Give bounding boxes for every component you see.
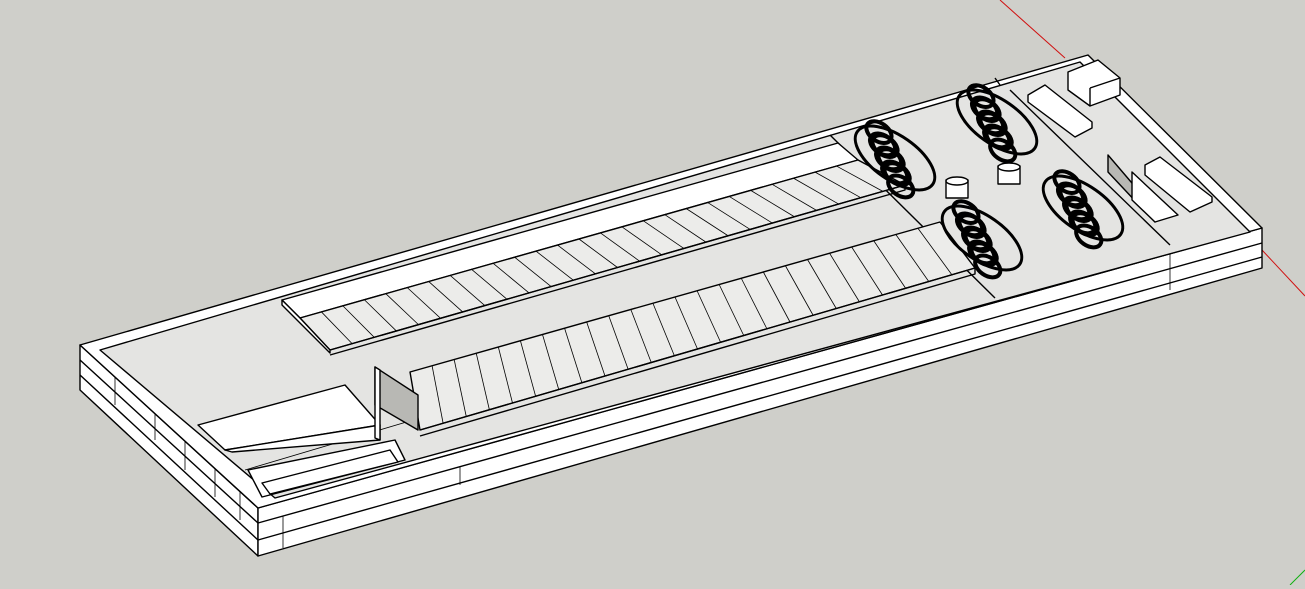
conveyor-slat	[829, 253, 860, 302]
conveyor-slat	[630, 309, 652, 363]
coil-units	[853, 83, 1125, 280]
red-axis	[999, 0, 1066, 59]
conveyor-slat	[785, 265, 814, 316]
conveyor-slat	[696, 290, 721, 343]
conveyor-slat	[542, 334, 560, 390]
top-right-blocks	[1027, 59, 1213, 223]
conveyor-slat	[674, 296, 698, 350]
conveyor-slat	[453, 359, 467, 417]
conveyor-slat	[492, 262, 530, 294]
conveyor-slat	[793, 177, 839, 205]
conveyor-slat	[520, 340, 537, 397]
conveyor-slat	[535, 250, 574, 281]
green-axis	[1289, 569, 1305, 586]
red-axis-2	[1261, 249, 1305, 297]
conveyor-slat	[564, 328, 583, 383]
conveyor-slat	[586, 321, 606, 377]
conveyor-slat	[385, 293, 419, 325]
left-trays	[197, 366, 419, 498]
conveyor-slat	[750, 190, 795, 218]
conveyor-slat	[428, 281, 463, 313]
conveyor-slat	[608, 315, 629, 370]
conveyor-slat	[729, 196, 773, 224]
conveyor-slat	[807, 259, 837, 309]
conveyor-slat	[600, 232, 640, 262]
conveyor-slat	[740, 278, 768, 329]
conveyor-slat	[514, 256, 552, 287]
conveyor-slat	[471, 269, 508, 300]
conveyor-slat	[895, 234, 930, 282]
conveyor-slat	[771, 183, 817, 211]
conveyor-slat	[762, 271, 791, 323]
conveyor-slat	[873, 240, 906, 289]
conveyor-slat	[557, 244, 596, 275]
coil-unit	[940, 199, 1024, 280]
conveyor-slat	[643, 220, 685, 249]
conveyor-slat	[407, 287, 441, 319]
conveyor-slat	[814, 171, 861, 199]
conveyor-slat	[836, 165, 884, 192]
conveyor-slat	[652, 303, 675, 356]
conveyor-slat	[718, 284, 745, 336]
conveyor-slat	[851, 246, 883, 296]
conveyor-slat	[497, 346, 513, 404]
conveyor-slat	[621, 226, 662, 256]
conveyor-slat	[707, 202, 751, 230]
conveyor-slat	[664, 214, 707, 243]
conveyor-slat	[364, 299, 397, 332]
coil-unit	[853, 119, 937, 200]
cylinders	[945, 162, 1021, 199]
coil-unit	[1041, 169, 1125, 250]
conveyor-slat	[475, 353, 490, 410]
conveyor-slat	[321, 311, 353, 344]
conveyor-slat	[342, 305, 375, 338]
conveyor-slat	[686, 208, 729, 237]
conveyor-slat	[431, 365, 444, 424]
conveyor-upper	[281, 142, 906, 356]
coil-unit	[955, 83, 1039, 164]
conveyor-slat	[917, 228, 953, 275]
conveyor-slat	[578, 238, 618, 268]
conveyor-slat	[449, 275, 486, 306]
